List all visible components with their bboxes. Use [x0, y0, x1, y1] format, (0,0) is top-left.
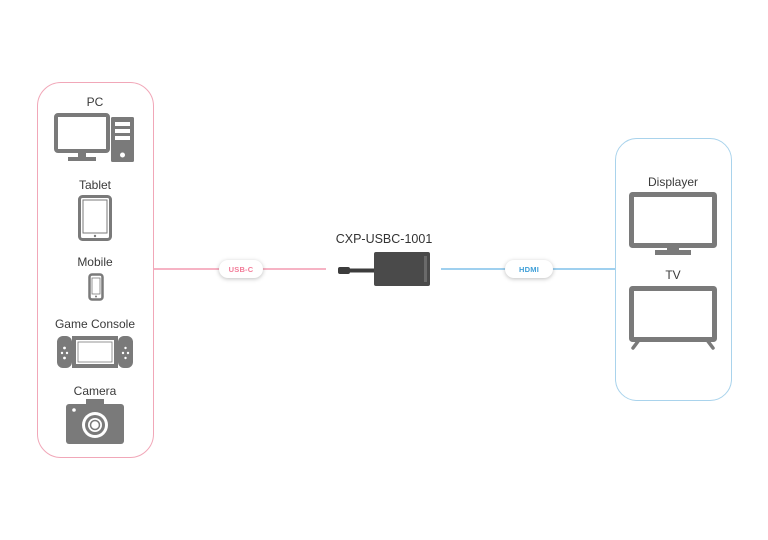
tablet-icon: [78, 195, 112, 241]
displayer-label: Displayer: [647, 175, 698, 189]
camera-icon: [66, 399, 124, 444]
usb-c-adapter-icon: [338, 252, 430, 286]
mobile-label: Mobile: [77, 255, 113, 269]
mobile-icon: [88, 273, 104, 301]
monitor-icon: [629, 192, 717, 255]
adapter-model-label: CXP-USBC-1001: [335, 232, 433, 246]
display-devices-panel: [615, 138, 732, 401]
game-console-label: Game Console: [54, 317, 136, 331]
pc-icon: [54, 113, 134, 162]
hdmi-connection-label: HDMI: [505, 260, 553, 278]
tablet-label: Tablet: [78, 178, 112, 192]
tv-icon: [629, 286, 717, 350]
camera-label: Camera: [73, 384, 117, 398]
pc-label: PC: [86, 95, 104, 109]
game-console-icon: [57, 336, 133, 368]
tv-label: TV: [665, 268, 681, 282]
usb-c-connection-label: USB-C: [219, 260, 263, 278]
